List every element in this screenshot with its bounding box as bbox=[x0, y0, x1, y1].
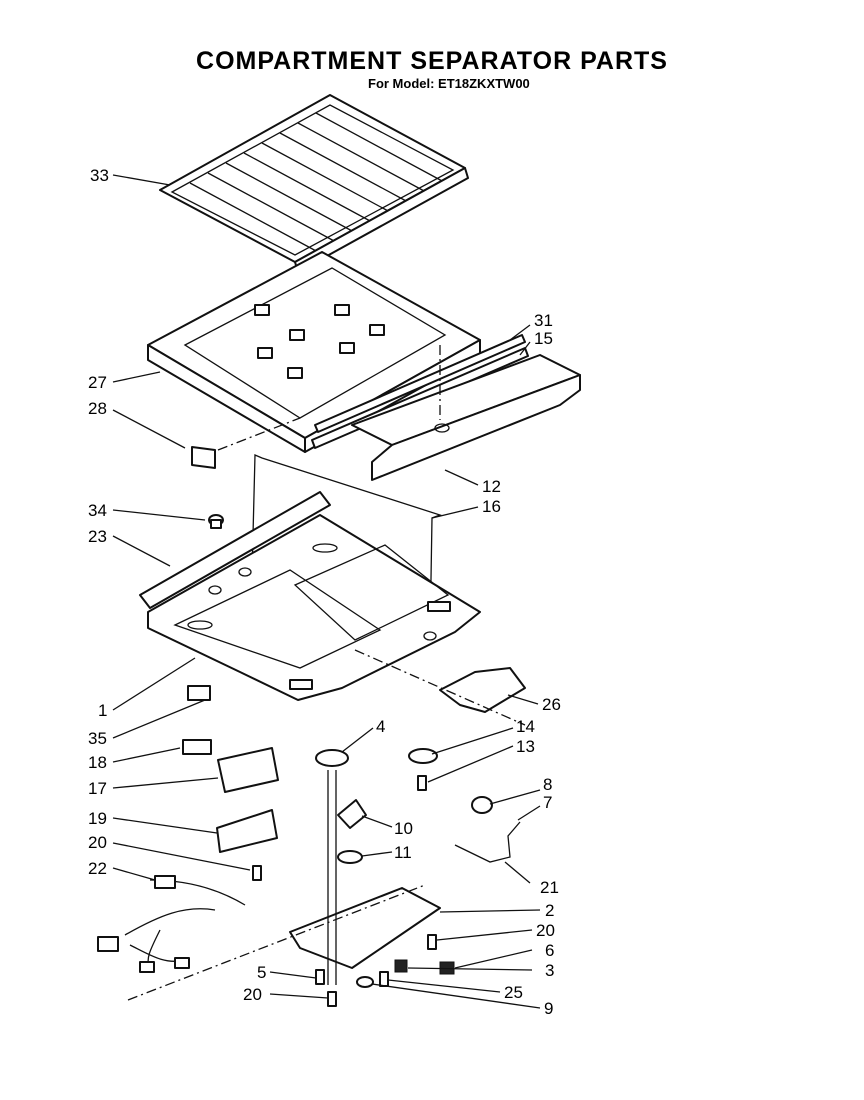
callout-20-c: 20 bbox=[243, 985, 262, 1004]
callout-7: 7 bbox=[543, 793, 552, 812]
callout-26: 26 bbox=[542, 695, 561, 714]
part-4 bbox=[315, 749, 349, 767]
callout-16: 16 bbox=[482, 497, 501, 516]
callout-28: 28 bbox=[88, 399, 107, 418]
part-3 bbox=[394, 959, 408, 973]
callout-14: 14 bbox=[516, 717, 535, 736]
callout-labels: 33 31 15 27 28 12 16 34 23 1 26 35 4 14 … bbox=[88, 166, 561, 1018]
alignment-lines bbox=[127, 345, 526, 1001]
part-2 bbox=[289, 887, 441, 969]
part-18 bbox=[182, 739, 212, 755]
part-20a bbox=[252, 865, 262, 881]
callout-20-a: 20 bbox=[88, 833, 107, 852]
callout-22: 22 bbox=[88, 859, 107, 878]
part-16-tube bbox=[251, 454, 442, 641]
callout-2: 2 bbox=[545, 901, 554, 920]
leader-lines bbox=[112, 174, 541, 1009]
callout-6: 6 bbox=[545, 941, 554, 960]
part-19 bbox=[216, 809, 278, 853]
callout-11: 11 bbox=[394, 843, 412, 862]
part-12-channel bbox=[351, 354, 581, 481]
part-14 bbox=[408, 748, 438, 764]
part-5 bbox=[315, 969, 325, 985]
part-34-grommet bbox=[208, 514, 224, 529]
callout-20-b: 20 bbox=[536, 921, 555, 940]
part-35 bbox=[187, 685, 211, 701]
callout-34: 34 bbox=[88, 501, 107, 520]
part-13 bbox=[417, 775, 427, 791]
small-parts bbox=[182, 685, 521, 1007]
part-33-grille-cover bbox=[159, 94, 469, 273]
callout-17: 17 bbox=[88, 779, 107, 798]
part-22-wiring-harness bbox=[97, 875, 246, 973]
callout-5: 5 bbox=[257, 963, 266, 982]
callout-8: 8 bbox=[543, 775, 552, 794]
part-10 bbox=[337, 799, 367, 829]
callout-23: 23 bbox=[88, 527, 107, 546]
callout-25: 25 bbox=[504, 983, 523, 1002]
callout-3: 3 bbox=[545, 961, 554, 980]
callout-31: 31 bbox=[534, 311, 553, 330]
part-21 bbox=[454, 821, 521, 863]
part-8 bbox=[471, 796, 493, 814]
part-1-23-separator-pan bbox=[139, 491, 481, 701]
callout-10: 10 bbox=[394, 819, 413, 838]
part-11 bbox=[337, 850, 363, 864]
callout-13: 13 bbox=[516, 737, 535, 756]
callout-12: 12 bbox=[482, 477, 501, 496]
callout-18: 18 bbox=[88, 753, 107, 772]
part-25 bbox=[379, 971, 389, 987]
part-9 bbox=[356, 976, 374, 988]
part-17 bbox=[217, 747, 279, 793]
page-title: COMPARTMENT SEPARATOR PARTS bbox=[196, 47, 668, 75]
model-subtitle: For Model: ET18ZKXTW00 bbox=[368, 76, 530, 91]
callout-33: 33 bbox=[90, 166, 109, 185]
part-26-insulation bbox=[439, 667, 526, 713]
part-20c bbox=[327, 991, 337, 1007]
callout-9: 9 bbox=[544, 999, 553, 1018]
part-28-clip bbox=[191, 446, 216, 469]
callout-19: 19 bbox=[88, 809, 107, 828]
callout-21: 21 bbox=[540, 878, 559, 897]
part-20b bbox=[427, 934, 437, 950]
callout-15: 15 bbox=[534, 329, 553, 348]
callout-27: 27 bbox=[88, 373, 107, 392]
callout-1: 1 bbox=[98, 701, 107, 720]
callout-4: 4 bbox=[376, 717, 385, 736]
callout-35: 35 bbox=[88, 729, 107, 748]
